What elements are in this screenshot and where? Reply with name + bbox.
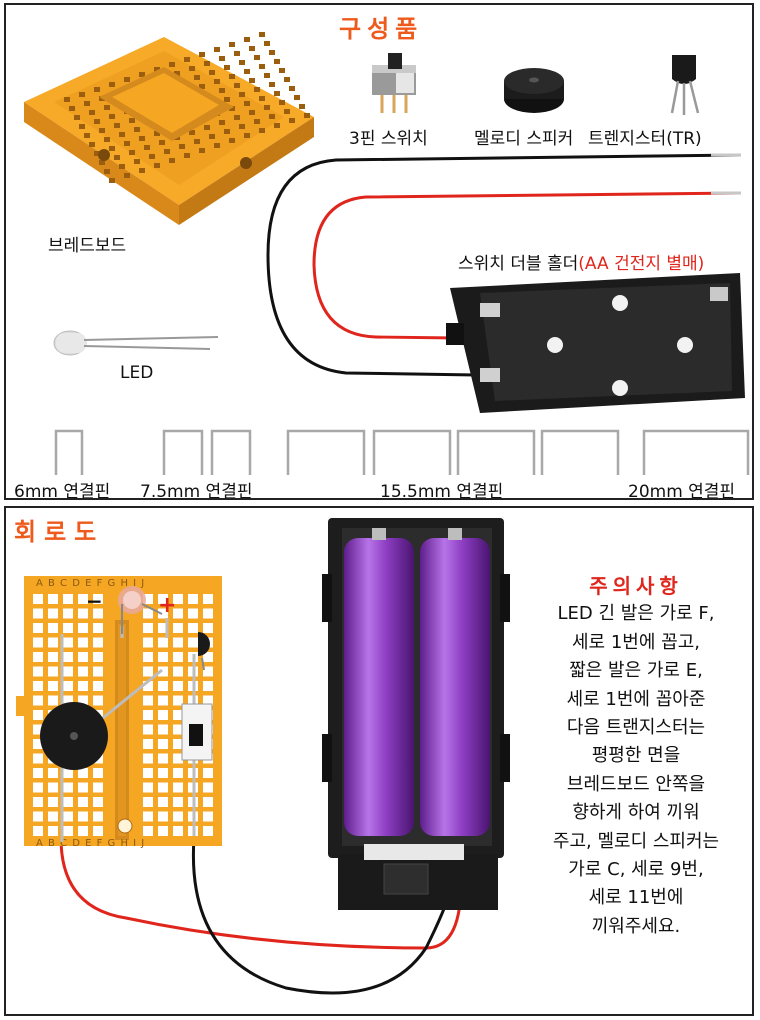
speaker-image [504, 68, 564, 113]
components-title: 구성품 [339, 15, 424, 43]
bb-cols-bottom: A B C D E F G H I J [36, 838, 146, 849]
holder-label: 스위치 더블 홀더(AA 건전지 별매) [458, 249, 704, 274]
breadboard-image [24, 32, 314, 225]
svg-text:+: + [158, 593, 176, 618]
notes-line: 브레드보드 안쪽을 [566, 773, 706, 795]
led-image [53, 330, 219, 356]
battery-holder-image [446, 273, 745, 413]
notes-line: 세로 11번에 [588, 887, 684, 909]
bb-cols-top: A B C D E F G H I J [36, 578, 146, 589]
notes-line: 다음 트랜지스터는 [566, 717, 706, 739]
circuit-panel: 회로도 A B C D E F G H I J A B C D E F G H … [4, 506, 754, 1016]
pin-20mm-label: 20mm 연결핀 [628, 482, 736, 500]
notes-line: 평평한 면을 [591, 745, 681, 767]
circuit-title: 회로도 [14, 518, 105, 546]
svg-text:−: − [86, 589, 103, 613]
transistor-label: 트렌지스터(TR) [588, 129, 702, 149]
notes-block: 주의사항 LED 긴 발은 가로 F, 세로 1번에 꼽고, 짧은 발은 가로 … [520, 572, 752, 941]
components-panel: 구성품 브레드보드 LED 3핀 스위치 [4, 3, 754, 500]
notes-line: 세로 1번에 꼽아준 [566, 688, 706, 710]
circuit-battery-holder [322, 518, 510, 910]
switch-label: 3핀 스위치 [349, 129, 428, 149]
circuit-components: − + [40, 586, 213, 842]
notes-line: 짧은 발은 가로 E, [569, 660, 703, 682]
holder-wires [266, 153, 742, 377]
breadboard-label: 브레드보드 [48, 236, 127, 256]
pin-7-5mm-label: 7.5mm 연결핀 [140, 482, 253, 500]
pin-6mm-label: 6mm 연결핀 [14, 482, 111, 500]
holder-label-text: 스위치 더블 홀더 [458, 254, 579, 274]
transistor-image [670, 55, 700, 115]
notes-line: 가로 C, 세로 9번, [568, 859, 704, 881]
led-label: LED [120, 363, 154, 383]
notes-line: 향하게 하여 끼워 [572, 802, 700, 824]
notes-line: 주고, 멜로디 스피커는 [552, 830, 720, 852]
notes-line: 끼워주세요. [591, 915, 681, 937]
notes-line: 세로 1번에 꼽고, [572, 631, 700, 653]
switch-image [372, 53, 416, 113]
notes-line: LED 긴 발은 가로 F, [557, 603, 715, 625]
notes-title: 주의사항 [589, 574, 683, 598]
pin-15-5mm-label: 15.5mm 연결핀 [380, 482, 504, 500]
connector-pins [54, 429, 750, 475]
speaker-label: 멜로디 스피커 [474, 129, 574, 149]
holder-note: (AA 건전지 별매) [578, 254, 705, 274]
